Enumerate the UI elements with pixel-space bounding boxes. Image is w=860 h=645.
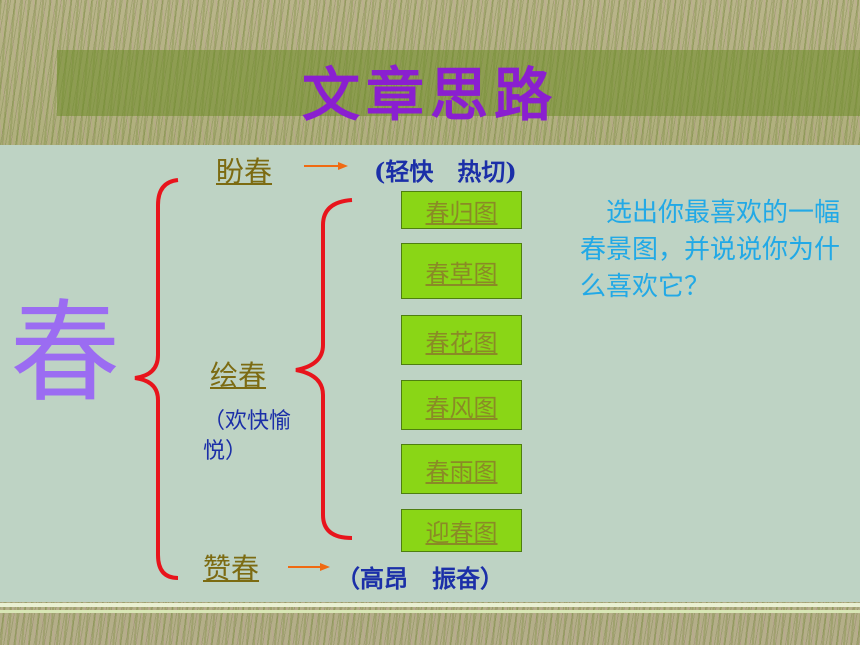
scene-button-chunyu[interactable]: 春雨图 xyxy=(401,444,522,494)
discussion-question: 选出你最喜欢的一幅春景图，并说说你为什么喜欢它？ xyxy=(580,198,841,303)
outer-brace xyxy=(134,178,179,580)
scene-button-chuncao[interactable]: 春草图 xyxy=(401,243,522,299)
label-pan-chun[interactable]: 盼春 xyxy=(216,155,273,188)
bottom-divider-2 xyxy=(0,610,860,613)
inner-brace xyxy=(295,198,353,540)
note-hui-chun: （欢快愉悦） xyxy=(203,409,292,464)
main-character: 春 xyxy=(10,289,120,417)
scene-button-chunfeng[interactable]: 春风图 xyxy=(401,380,522,430)
scene-button-yingchun[interactable]: 迎春图 xyxy=(401,509,522,552)
arrow-zan xyxy=(288,563,330,571)
note-pan-chun: (轻快 热切) xyxy=(374,157,517,186)
bottom-divider xyxy=(0,603,860,607)
title-band xyxy=(57,50,860,116)
scene-button-chungui[interactable]: 春归图 xyxy=(401,191,522,229)
label-hui-chun[interactable]: 绘春 xyxy=(210,359,267,392)
arrow-pan xyxy=(304,162,348,170)
note-zan-chun: （高昂 振奋） xyxy=(336,564,504,593)
label-zan-chun[interactable]: 赞春 xyxy=(203,552,260,585)
slide-title: 文章思路 xyxy=(301,61,558,129)
scene-button-chunhua[interactable]: 春花图 xyxy=(401,315,522,365)
